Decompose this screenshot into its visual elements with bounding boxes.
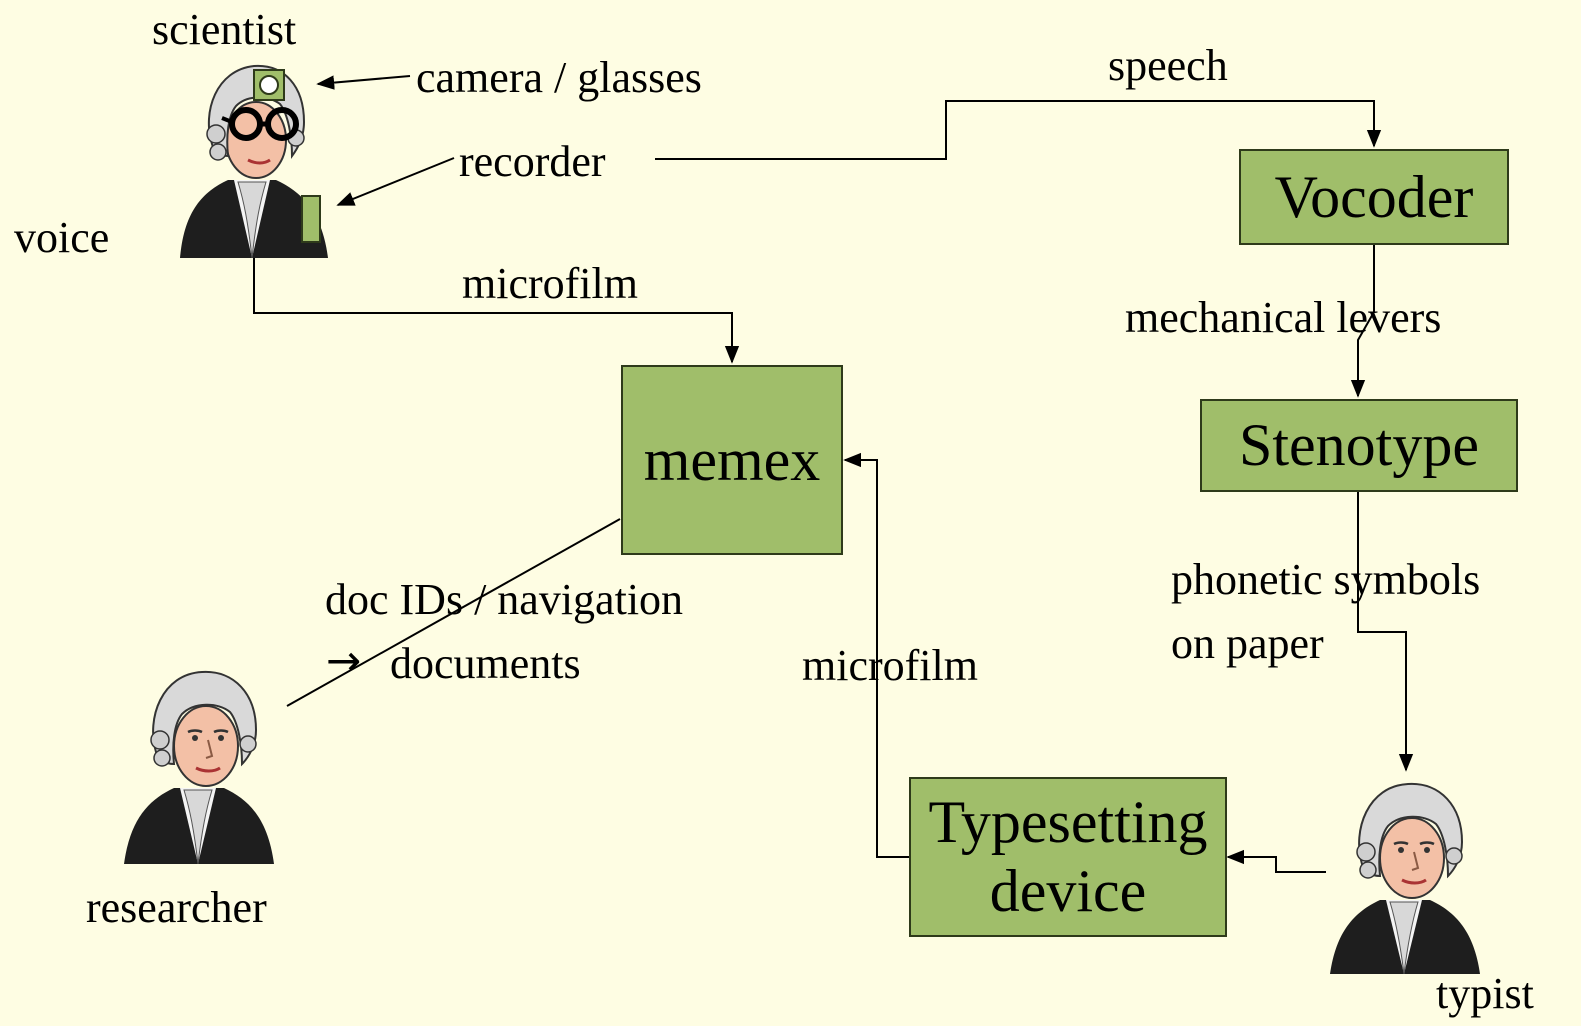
- on-paper-label: on paper: [1171, 619, 1324, 668]
- researcher-label: researcher: [86, 883, 267, 932]
- phonetic-symbols-label: phonetic symbols: [1171, 555, 1481, 604]
- phonetic-connector: [1357, 492, 1414, 772]
- recorder-pointer-arrow: [336, 157, 455, 206]
- mechanical-levers-label: mechanical levers: [1125, 293, 1442, 342]
- camera-pointer-arrow: [316, 75, 411, 90]
- arrow-glyph: →: [326, 636, 362, 685]
- researcher-memex-line: [286, 518, 621, 707]
- scientist-label: scientist: [152, 5, 297, 54]
- stenotype-label: Stenotype: [1239, 412, 1479, 478]
- scientist-figure-icon: [180, 64, 328, 258]
- recorder-label: recorder: [459, 137, 606, 186]
- vocoder-box: Vocoder: [1239, 149, 1509, 245]
- documents-label: documents: [390, 639, 581, 688]
- typesetting-device-box: Typesetting device: [909, 777, 1227, 937]
- levers-connector: [1350, 245, 1375, 398]
- typist-to-typesetting-connector: [1226, 849, 1326, 873]
- camera-glasses-label: camera / glasses: [416, 53, 702, 102]
- memex-box: memex: [621, 365, 843, 555]
- stenotype-box: Stenotype: [1200, 399, 1518, 492]
- microfilm-top-label: microfilm: [462, 259, 638, 308]
- typist-figure-icon: [1330, 782, 1480, 974]
- researcher-figure-icon: [124, 670, 274, 864]
- microfilm-mid-label: microfilm: [802, 641, 978, 690]
- typist-label: typist: [1436, 969, 1534, 1018]
- device-label: device: [989, 858, 1147, 924]
- microfilm-top-connector: [253, 258, 740, 364]
- memex-label: memex: [643, 426, 821, 493]
- speech-label: speech: [1108, 41, 1228, 90]
- vocoder-label: Vocoder: [1274, 163, 1474, 230]
- microfilm-mid-connector: [843, 452, 910, 858]
- speech-connector: [655, 100, 1382, 160]
- doc-ids-navigation-label: doc IDs / navigation: [325, 575, 684, 624]
- typesetting-label: Typesetting: [928, 789, 1208, 855]
- voice-label: voice: [14, 213, 110, 262]
